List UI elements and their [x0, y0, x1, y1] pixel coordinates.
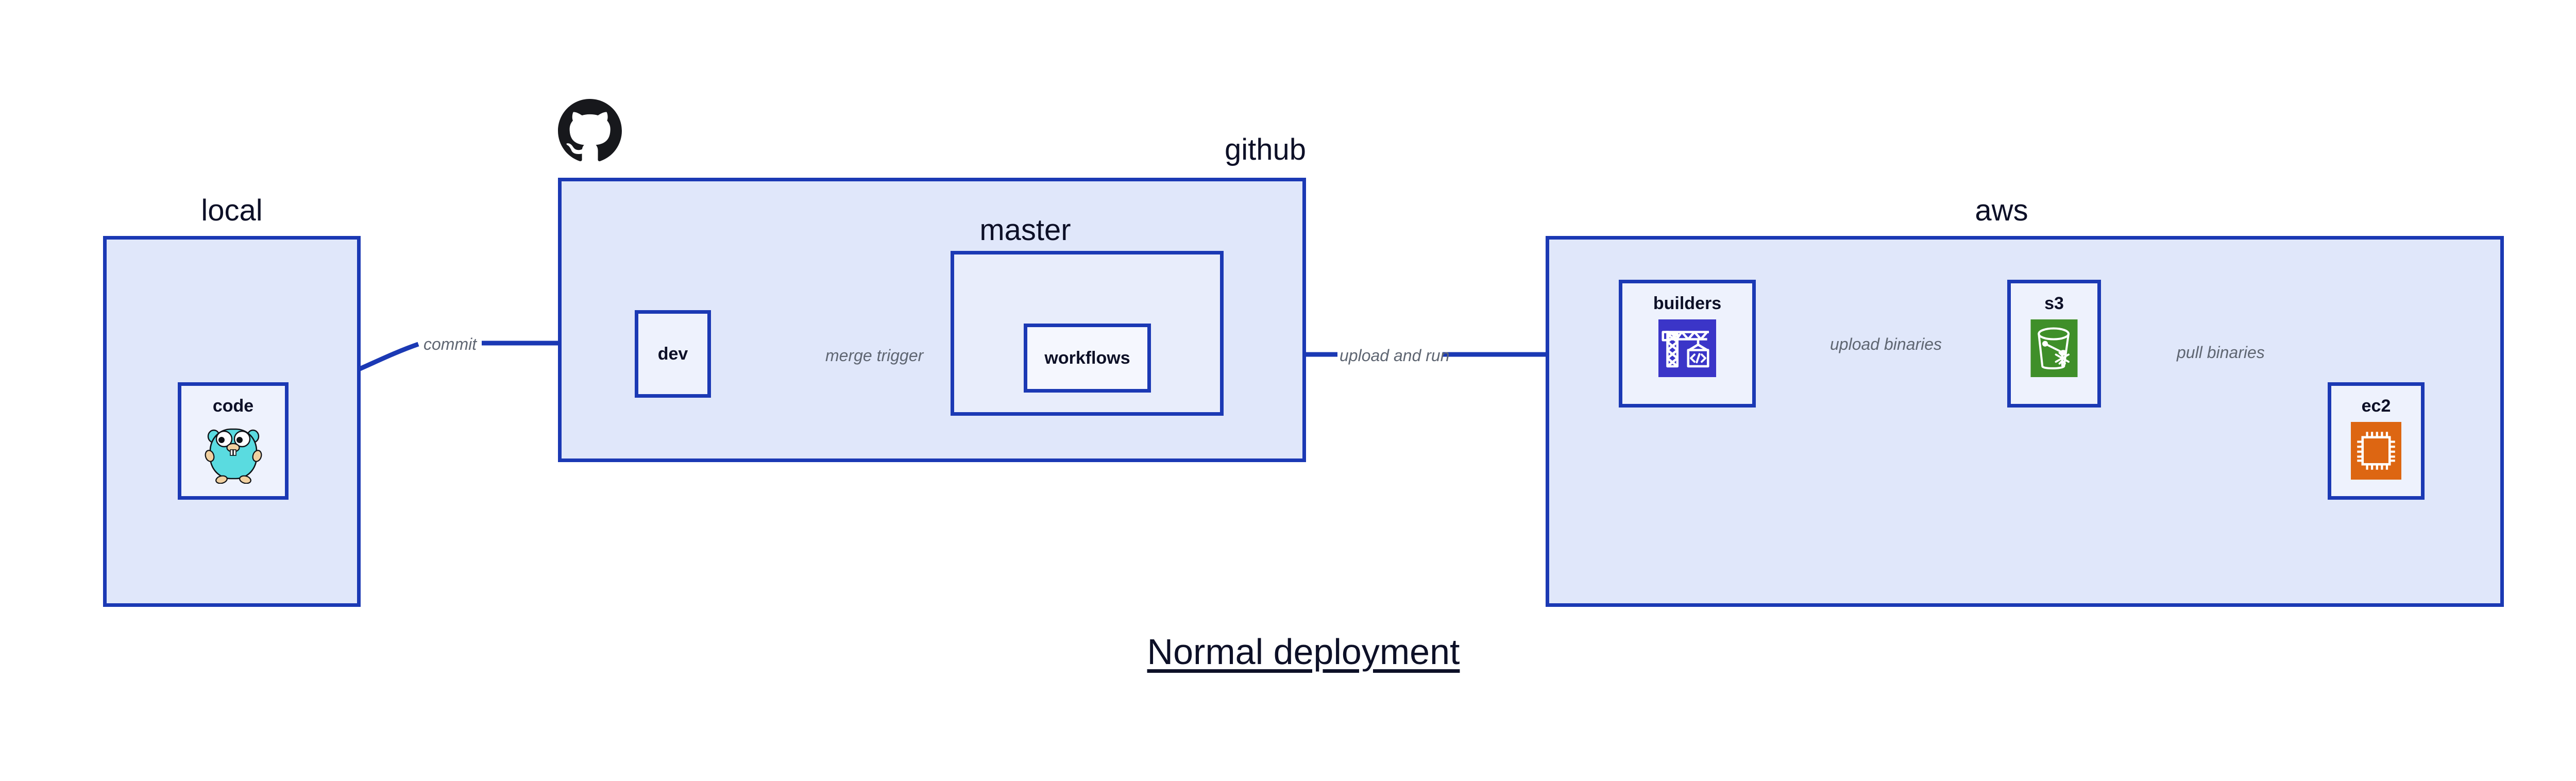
node-label-builders: builders — [1653, 294, 1722, 313]
aws-s3-glacier-icon — [2030, 319, 2078, 377]
group-label-github: github — [1224, 133, 1306, 166]
group-label-aws: aws — [1975, 194, 2028, 227]
group-label-master: master — [979, 213, 1071, 247]
node-label-code: code — [212, 396, 254, 416]
node-label-ec2: ec2 — [2361, 396, 2391, 416]
aws-ec2-chip-icon — [2351, 422, 2401, 480]
node-label-dev: dev — [657, 344, 688, 364]
node-workflows[interactable]: workflows — [1024, 324, 1151, 393]
node-label-s3: s3 — [2044, 294, 2064, 313]
node-label-workflows: workflows — [1044, 348, 1130, 368]
edge-label-pull-binaries: pull binaries — [2177, 343, 2265, 362]
edge-label-upload-and-run: upload and run — [1340, 346, 1450, 365]
node-s3[interactable]: s3 — [2007, 280, 2101, 408]
node-dev[interactable]: dev — [635, 310, 711, 398]
edge-label-commit: commit — [423, 335, 477, 353]
node-ec2[interactable]: ec2 — [2328, 382, 2425, 500]
node-code[interactable]: code — [178, 382, 289, 500]
edge-label-upload-binaries: upload binaries — [1830, 335, 1942, 353]
node-builders[interactable]: builders — [1619, 280, 1756, 408]
edge-label-merge-trigger: merge trigger — [825, 346, 924, 365]
go-gopher-icon — [205, 428, 262, 484]
group-label-local: local — [201, 194, 263, 227]
page-title: Normal deployment — [1147, 632, 1460, 672]
aws-codebuild-icon — [1658, 319, 1716, 377]
github-octocat-logo — [558, 99, 622, 161]
